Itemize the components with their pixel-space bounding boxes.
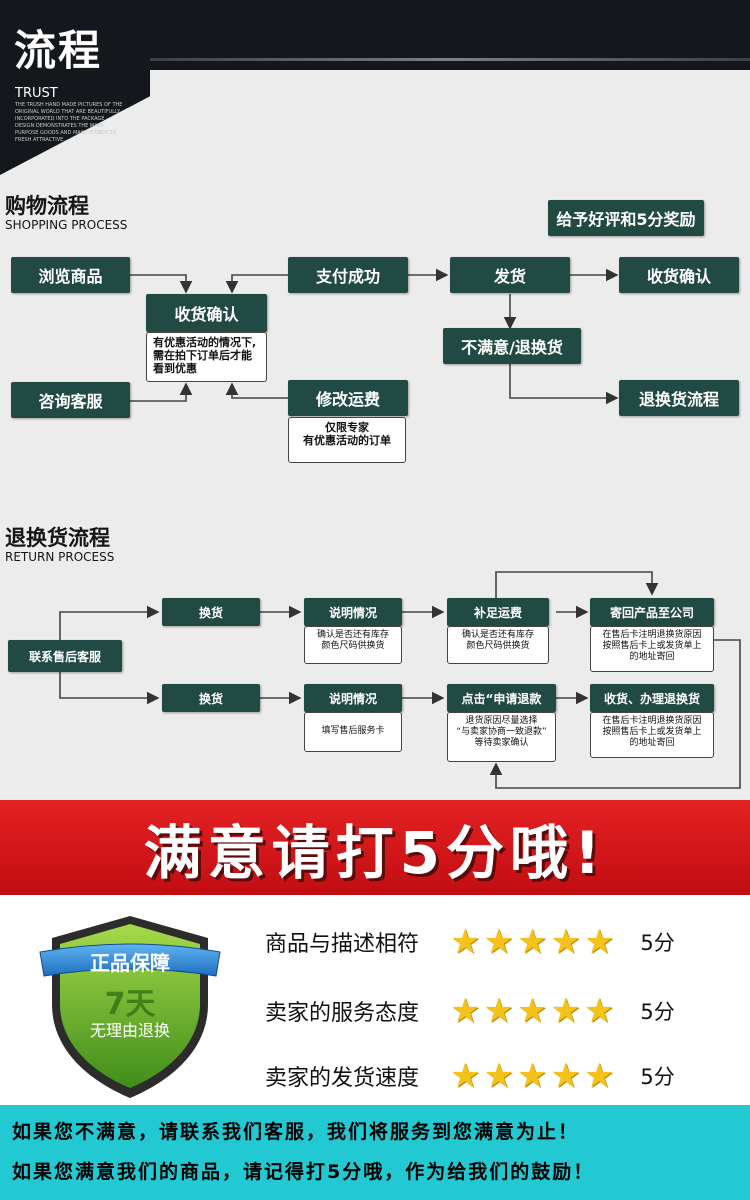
star-icon: ★ bbox=[516, 922, 548, 962]
rating-row: 卖家的发货速度 ★★★★★ 5分 bbox=[265, 1056, 675, 1096]
badge-bottom-text: 无理由退换 bbox=[90, 1021, 170, 1040]
browse-box: 浏览商品 bbox=[11, 257, 130, 293]
header-divider bbox=[150, 58, 750, 61]
confirm-note: 有优惠活动的情况下, 需在拍下订单后才能 看到优惠 bbox=[146, 332, 267, 382]
modify-fee-note: 仅限专家 有优惠活动的订单 bbox=[288, 417, 406, 463]
paid-box: 支付成功 bbox=[288, 257, 408, 293]
exchange-box-1: 换货 bbox=[162, 598, 260, 626]
badge-top-text: 正品保障 bbox=[90, 951, 170, 975]
star-icon: ★ bbox=[550, 991, 581, 1031]
star-icon: ★ bbox=[450, 1056, 481, 1096]
add-fee-note: 确认是否还有库存 颜色尺码供换货 bbox=[447, 626, 549, 664]
star-icon: ★ bbox=[550, 1056, 581, 1096]
rating-label: 卖家的服务态度 bbox=[265, 1001, 420, 1026]
star-rating: ★★★★★ bbox=[450, 1059, 614, 1093]
unsatisfied-box: 不满意/退换货 bbox=[443, 328, 581, 364]
send-back-box: 寄回产品至公司 bbox=[590, 598, 714, 626]
explain-box-1: 说明情况 bbox=[304, 598, 402, 626]
badge-days-text: 7天 bbox=[105, 987, 156, 1022]
return-subtitle: RETURN PROCESS bbox=[5, 550, 115, 564]
apply-refund-note: 退货原因尽量选择 “与卖家协商一致退款” 等待卖家确认 bbox=[447, 712, 556, 762]
receive-refund-note: 在售后卡注明退换货原因 按照售后卡上或发货单上 的地址寄回 bbox=[590, 712, 714, 758]
footer-banner bbox=[0, 1105, 750, 1200]
rating-label: 卖家的发货速度 bbox=[265, 1066, 420, 1091]
header-blurb: THE TRUSH HAND MADE PICTURES OF THE ORIG… bbox=[15, 102, 123, 143]
star-icon: ★ bbox=[550, 922, 581, 962]
ship-box: 发货 bbox=[450, 257, 570, 293]
rating-score: 5分 bbox=[640, 931, 675, 955]
rating-label: 商品与描述相符 bbox=[265, 932, 420, 957]
rating-score: 5分 bbox=[640, 1065, 675, 1089]
receive-confirm-box: 收货确认 bbox=[619, 257, 739, 293]
explain-note-2: 填写售后服务卡 bbox=[304, 712, 402, 752]
star-icon: ★ bbox=[583, 922, 615, 962]
footer-line-2: 如果您满意我们的商品，请记得打5分哦，作为给我们的鼓励！ bbox=[12, 1161, 595, 1183]
flow-connectors bbox=[59, 268, 741, 789]
star-icon: ★ bbox=[483, 991, 514, 1031]
explain-box-2: 说明情况 bbox=[304, 684, 402, 712]
return-flow-box: 退换货流程 bbox=[619, 380, 739, 416]
banner-text: 满意请打5分哦! bbox=[143, 818, 607, 887]
star-icon: ★ bbox=[450, 991, 481, 1031]
shopping-title: 购物流程 bbox=[5, 194, 89, 218]
banner-background bbox=[0, 800, 750, 895]
confirm-box: 收货确认 bbox=[146, 294, 267, 332]
shopping-subtitle: SHOPPING PROCESS bbox=[5, 218, 128, 232]
return-title: 退换货流程 bbox=[5, 526, 110, 550]
page-subtitle: TRUST bbox=[15, 86, 58, 101]
receive-refund-box: 收货、办理退换货 bbox=[590, 684, 714, 712]
praise-box: 给予好评和5分奖励 bbox=[548, 200, 704, 236]
modify-fee-box: 修改运费 bbox=[288, 380, 408, 416]
rating-row: 商品与描述相符 ★★★★★ 5分 bbox=[265, 922, 675, 962]
rating-score: 5分 bbox=[640, 1000, 675, 1024]
star-icon: ★ bbox=[483, 922, 514, 962]
add-fee-box: 补足运费 bbox=[447, 598, 549, 626]
star-icon: ★ bbox=[483, 1056, 514, 1096]
star-icon: ★ bbox=[516, 1056, 548, 1096]
exchange-box-2: 换货 bbox=[162, 684, 260, 712]
star-icon: ★ bbox=[583, 1056, 615, 1096]
consult-box: 咨询客服 bbox=[11, 382, 130, 418]
footer-line-1: 如果您不满意，请联系我们客服，我们将服务到您满意为止！ bbox=[12, 1121, 580, 1143]
guarantee-badge: 正品保障 7天 无理由退换 bbox=[39, 916, 221, 1098]
send-back-note: 在售后卡注明退换货原因 按照售后卡上或发货单上 的地址寄回 bbox=[590, 626, 714, 672]
rating-row: 卖家的服务态度 ★★★★★ 5分 bbox=[265, 991, 675, 1031]
star-rating: ★★★★★ bbox=[450, 925, 614, 959]
star-icon: ★ bbox=[450, 922, 481, 962]
apply-refund-box: 点击“申请退款 bbox=[447, 684, 556, 712]
star-icon: ★ bbox=[516, 991, 548, 1031]
star-rating: ★★★★★ bbox=[450, 994, 614, 1028]
contact-box: 联系售后客服 bbox=[8, 640, 122, 672]
page-title: 流程 bbox=[14, 26, 103, 75]
explain-note-1: 确认是否还有库存 颜色尺码供换货 bbox=[304, 626, 402, 664]
star-icon: ★ bbox=[583, 991, 615, 1031]
